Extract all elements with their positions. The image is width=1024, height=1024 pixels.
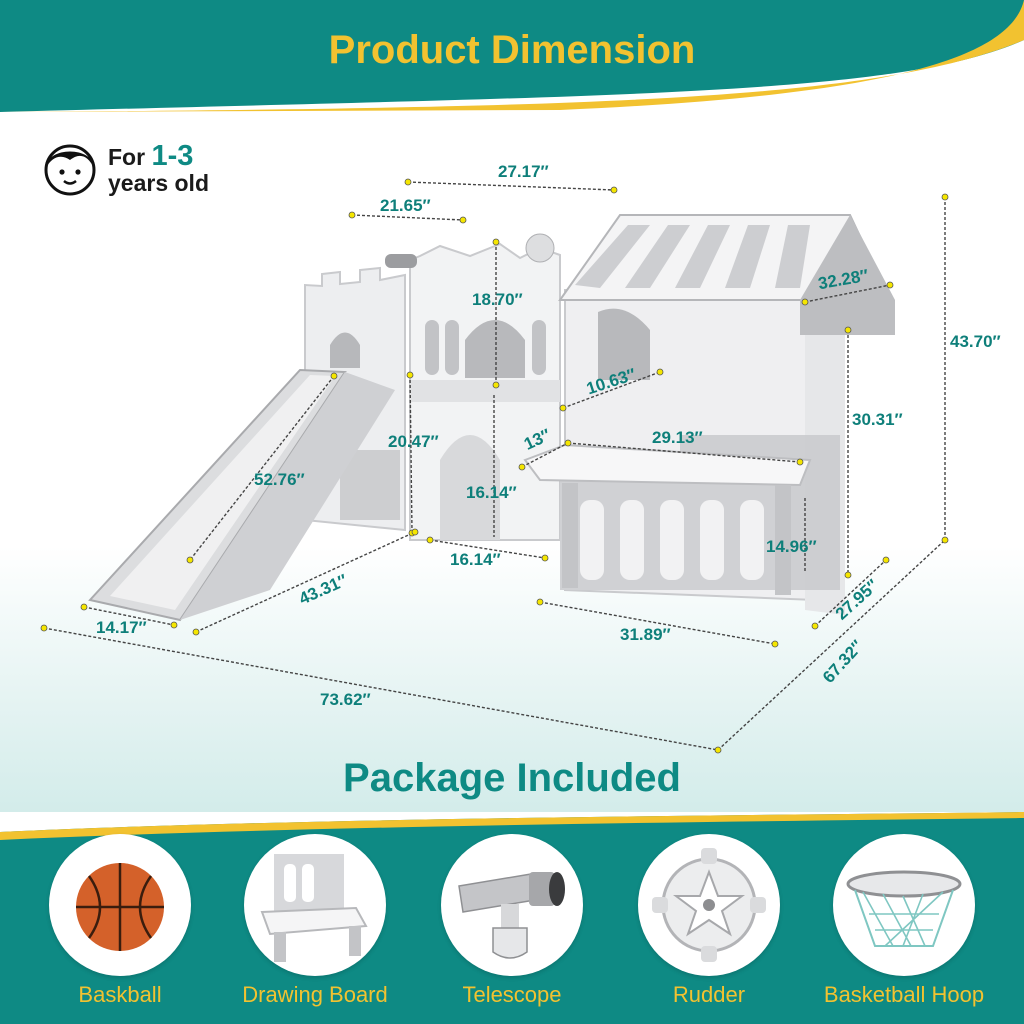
- dim-overall-height: 43.70″: [950, 332, 1001, 351]
- basketball-icon: [76, 863, 164, 951]
- dim-fence-height: 14.96″: [766, 537, 817, 556]
- age-badge: For 1-3 years old: [40, 138, 209, 198]
- dim-tower-width: 21.65″: [380, 196, 431, 215]
- package-label-drawing-board: Drawing Board: [242, 982, 388, 1007]
- package-item-basketball: [45, 834, 195, 976]
- dim-arch-height-upper: 20.47″: [388, 432, 439, 451]
- dim-slide-width: 14.17″: [96, 618, 147, 637]
- age-prefix: For: [108, 143, 146, 170]
- age-range: 1-3: [151, 139, 194, 172]
- page-title: Product Dimension: [328, 28, 696, 72]
- dim-slide-length: 52.76″: [254, 470, 305, 489]
- package-label-basketball-hoop: Basketball Hoop: [823, 982, 985, 1007]
- package-item-basketball-hoop: [829, 834, 979, 976]
- dimension-endpoints: [40, 178, 949, 754]
- telescope-icon: [458, 872, 565, 959]
- dim-house-height: 30.31″: [852, 410, 903, 429]
- dim-overall-length: 73.62″: [320, 690, 371, 709]
- package-item-rudder: [634, 834, 784, 976]
- age-suffix: years old: [108, 170, 209, 197]
- dim-tower-height: 18.70″: [472, 290, 523, 309]
- package-item-drawing-board: [240, 834, 390, 976]
- dim-top-width: 27.17″: [498, 162, 549, 181]
- package-title: Package Included: [343, 756, 681, 800]
- dim-arch-height-lower: 16.14″: [466, 483, 517, 502]
- playset-illustration: [88, 214, 895, 622]
- dimension-lines: [43, 181, 946, 751]
- header-band: [0, 0, 1024, 112]
- package-item-telescope: [437, 834, 587, 976]
- dim-table-width: 29.13″: [652, 428, 703, 447]
- package-label-rudder: Rudder: [672, 982, 746, 1007]
- basketball-hoop-icon: [846, 870, 962, 947]
- dim-fence-width: 31.89″: [620, 625, 671, 644]
- child-face-icon: [44, 144, 96, 196]
- package-label-basketball: Baskball: [78, 982, 162, 1007]
- package-label-telescope: Telescope: [462, 982, 562, 1007]
- drawing-board-icon: [260, 854, 368, 962]
- dim-arch-width: 16.14″: [450, 550, 501, 569]
- rudder-icon: [652, 848, 766, 962]
